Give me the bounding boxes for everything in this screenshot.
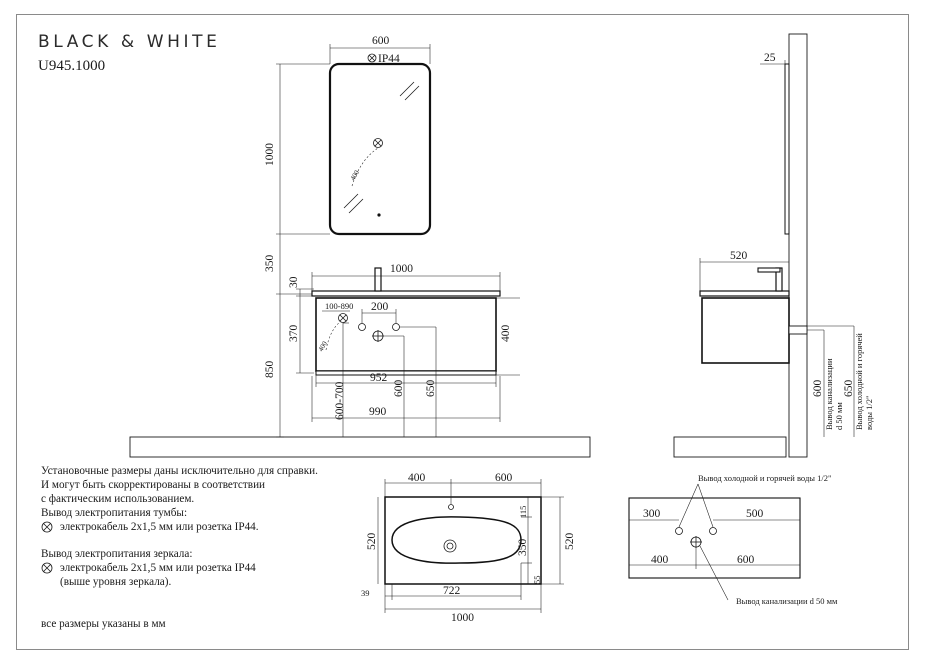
wall-plan: [628, 497, 801, 579]
brand-logo: BLACK & WHITE: [38, 32, 221, 52]
note-line-1: Установочные размеры даны исключительно …: [41, 465, 318, 477]
front-offset-label: 55: [532, 576, 542, 585]
plan-drain-label: Вывод канализации d 50 мм: [736, 596, 838, 606]
cabinet-power-outlet-icon: [338, 313, 348, 323]
side-cabinet: [701, 297, 790, 364]
cabinet-bottom: [315, 370, 497, 376]
side-top-depth-label: 520: [730, 250, 748, 262]
mirror-depth-label: 25: [764, 52, 776, 64]
right-part-label: 600: [495, 472, 513, 484]
drain-outlet-icon: [372, 330, 384, 342]
water-height-label: 650: [425, 380, 437, 398]
mirror-power-desc: электрокабель 2х1,5 мм или розетка IP44: [60, 562, 256, 574]
basin-tap-hole: [448, 504, 454, 510]
mirror-reflection-icon: [343, 81, 420, 214]
cabinet-width-label: 952: [370, 372, 388, 384]
plan-right-water-label: 500: [746, 508, 764, 520]
side-faucet-icon: [757, 267, 783, 292]
plan-water-outlets-icon: [675, 527, 717, 535]
top-thickness-label: 30: [288, 276, 300, 288]
bowl-depth-label: 350: [517, 539, 529, 557]
side-water-label: Вывод холодной и горячей: [854, 333, 864, 430]
units-note: все размеры указаны в мм: [41, 618, 166, 630]
side-drain-diameter: d 50 мм: [834, 402, 844, 430]
side-water-height-label: 650: [843, 380, 855, 398]
drain-offset-label: 400: [408, 472, 426, 484]
total-width-label: 1000: [451, 612, 474, 624]
depth-left-label: 520: [366, 533, 378, 551]
gap-height-label: 350: [264, 255, 276, 273]
note-line-2: И могут быть скорректированы в соответст…: [41, 479, 266, 491]
side-water-label-2: воды 1/2": [864, 396, 874, 430]
drain-height-label: 600: [393, 380, 405, 398]
tap-spacing-label: 200: [371, 301, 389, 313]
mirror-height-label: 1000: [264, 143, 276, 166]
cabinet-outlet-legend-icon: [41, 521, 53, 533]
model-number: U945.1000: [38, 58, 106, 74]
side-mirror: [784, 63, 790, 235]
side-drain-pipe: [788, 325, 808, 335]
depth-right-label: 520: [564, 533, 576, 551]
mirror: [328, 62, 432, 236]
top-width-label: 1000: [390, 263, 413, 275]
countertop: [311, 290, 501, 297]
cabinet-power-desc: электрокабель 2х1,5 мм или розетка IP44.: [60, 521, 259, 533]
plan-left-drain-label: 400: [651, 554, 669, 566]
basin-bowl: [391, 516, 522, 564]
cabinet-power-title: Вывод электропитания тумбы:: [41, 507, 188, 519]
mirror-power-range-arc: [351, 147, 379, 187]
note-line-3: с фактическим использованием.: [41, 493, 195, 505]
floor-width-label: 990: [369, 406, 387, 418]
total-height-label: 850: [264, 361, 276, 379]
plan-left-water-label: 300: [643, 508, 661, 520]
side-wall: [788, 33, 808, 458]
mirror-power-desc-2: (выше уровня зеркала).: [60, 576, 172, 588]
drawing-frame: [16, 14, 909, 650]
basin-drain-icon: [443, 539, 457, 553]
left-margin-label: 39: [361, 588, 370, 598]
mirror-sensor-dot: [377, 213, 381, 217]
cabinet-outer-height-label: 400: [500, 325, 512, 343]
tap-offset-label: 115: [518, 506, 528, 518]
power-range-label: 100-890: [325, 301, 353, 311]
plan-right-drain-label: 600: [737, 554, 755, 566]
cabinet-height-label: 370: [288, 325, 300, 343]
bowl-width-label: 722: [443, 585, 461, 597]
side-drain-label: Вывод канализации: [824, 358, 834, 430]
plan-water-label: Вывод холодной и горячей воды 1/2": [698, 473, 831, 483]
cabinet: [315, 297, 497, 372]
mirror-outlet-legend-icon: [41, 562, 53, 574]
mirror-ip-label: IP44: [378, 53, 400, 65]
mirror-ip-icon: [367, 53, 377, 63]
faucet-icon: [374, 267, 382, 292]
mirror-power-title: Вывод электропитания зеркала:: [41, 548, 193, 560]
floor-slab: [129, 436, 591, 458]
side-countertop: [699, 290, 790, 297]
mirror-width-label: 600: [372, 35, 390, 47]
side-floor: [673, 436, 787, 458]
power-height-label: 600-700: [334, 381, 346, 420]
mirror-power-outlet-icon: [373, 138, 383, 148]
side-drain-height-label: 600: [812, 380, 824, 398]
